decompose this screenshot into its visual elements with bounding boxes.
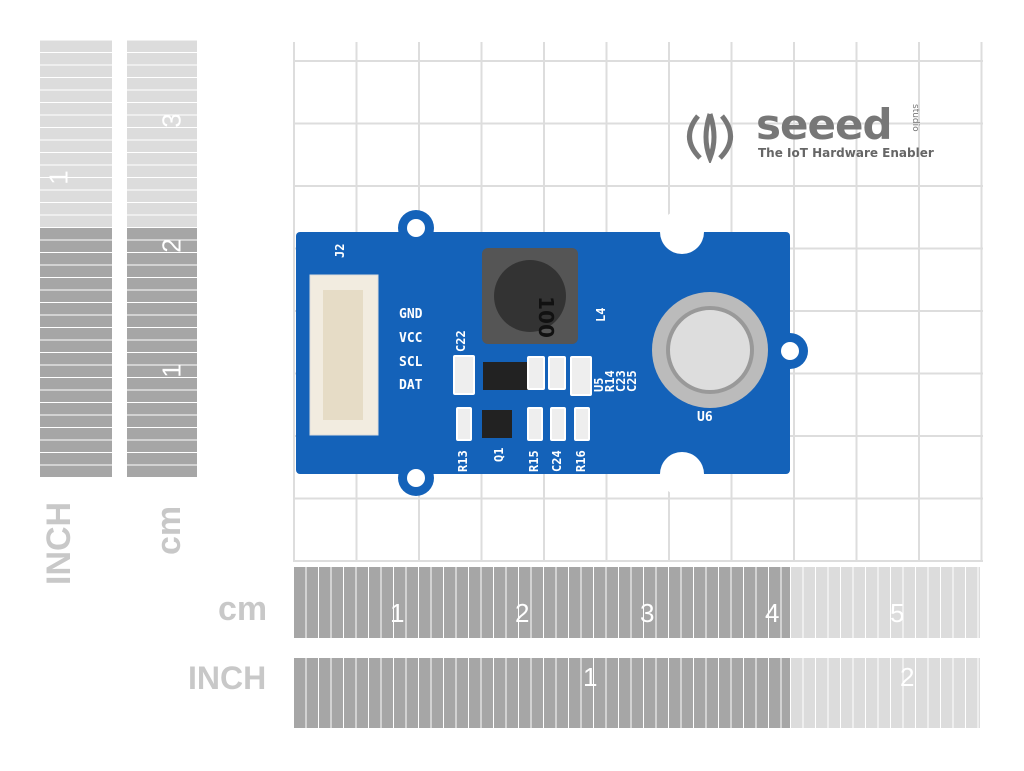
inch-ruler-dark <box>293 658 790 728</box>
logo-tagline: The IoT Hardware Enabler <box>758 146 934 160</box>
ref-c24: C24 <box>550 450 564 472</box>
inch-label-vertical: INCH <box>40 501 78 585</box>
pin-label-scl: SCL <box>399 355 423 370</box>
inch-ruler-light <box>790 658 980 728</box>
inch-number: 1 <box>583 662 598 692</box>
cm-ruler-light <box>790 567 980 638</box>
cm-number: 2 <box>515 598 530 628</box>
capacitor-c22 <box>453 355 475 395</box>
cm-number: 1 <box>156 363 187 378</box>
ref-r13: R13 <box>456 450 470 472</box>
ref-r16: R16 <box>574 450 588 472</box>
ref-r15: R15 <box>527 450 541 472</box>
cm-ruler-vertical-light <box>127 40 197 228</box>
seeed-logo: seeed studio The IoT Hardware Enabler <box>680 100 934 167</box>
cm-number: 3 <box>640 598 655 628</box>
cm-label-vertical: cm <box>150 505 188 555</box>
capacitor-c24 <box>550 407 566 441</box>
capacitor-c25 <box>570 356 592 396</box>
cm-number: 1 <box>390 598 405 628</box>
ref-j2: J2 <box>333 243 347 258</box>
inch-label: INCH <box>188 660 267 696</box>
ref-u5-r14-c23-c25: U5 R14 C23 C25 <box>592 370 639 392</box>
ref-q1: Q1 <box>492 447 506 462</box>
logo-sub: studio <box>910 104 920 132</box>
inch-number: 1 <box>43 170 74 185</box>
cm-number: 5 <box>890 598 905 628</box>
inch-ruler-vertical-dark <box>40 228 112 478</box>
resistor-r13 <box>456 407 472 441</box>
resistor-r16 <box>574 407 590 441</box>
cm-label: cm <box>218 590 268 628</box>
inch-ruler-vertical-light <box>40 40 112 228</box>
cm-number: 2 <box>156 238 187 253</box>
ref-u6: U6 <box>697 410 713 425</box>
pcb-board <box>296 210 808 496</box>
cm-number: 3 <box>156 113 187 128</box>
seeed-flame-icon <box>687 113 733 165</box>
cm-ruler-vertical-dark <box>127 228 197 478</box>
pin-label-gnd: GND <box>399 307 423 322</box>
ref-c22: C22 <box>454 330 468 352</box>
cm-ruler-dark <box>293 567 790 638</box>
pin-label-vcc: VCC <box>399 331 423 346</box>
capacitor-c23 <box>548 356 566 390</box>
resistor-r14 <box>527 356 545 390</box>
ref-l4: L4 <box>594 307 608 322</box>
inch-number: 2 <box>900 662 915 692</box>
inductor-marking: 100 <box>533 296 558 338</box>
pin-label-dat: DAT <box>399 378 423 393</box>
cm-number: 4 <box>765 598 780 628</box>
resistor-r15 <box>527 407 543 441</box>
logo-brand: seeed <box>756 100 893 149</box>
